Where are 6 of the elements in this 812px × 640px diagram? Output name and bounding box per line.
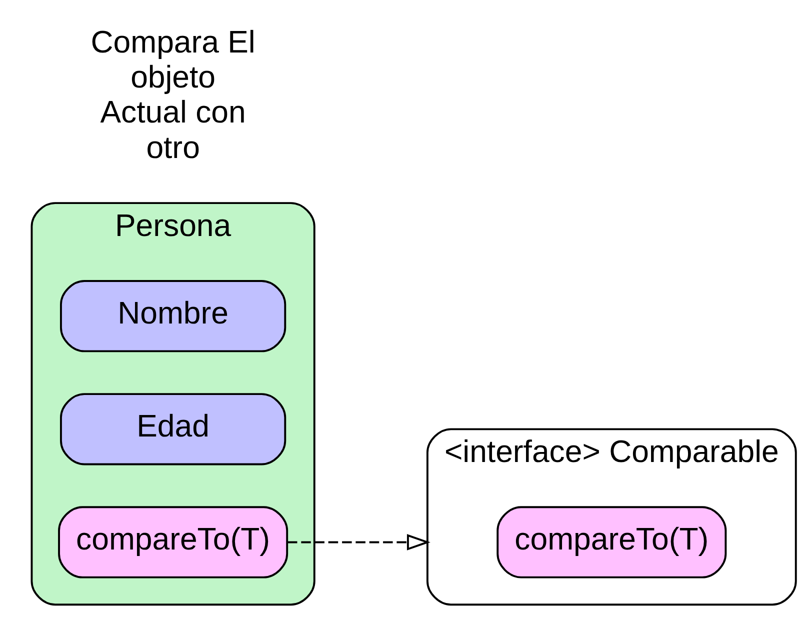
node-box: compareTo(T) [58,506,288,578]
node-box: compareTo(T) [496,506,727,578]
node-box: Nombre [60,280,286,352]
arrow [288,534,430,550]
label: Compara El objeto Actual con otro [90,24,256,165]
node-box: Edad [60,393,286,466]
